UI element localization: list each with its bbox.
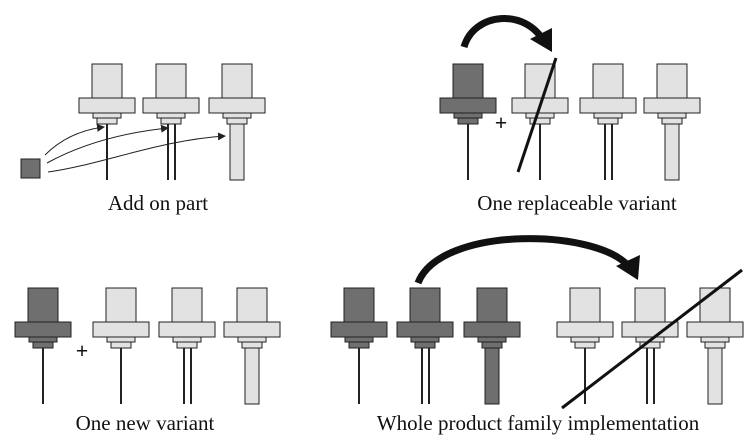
component-light-single-pin [556, 287, 614, 404]
component-light-single-pin [511, 63, 569, 180]
component-dark-double-pin [396, 287, 454, 404]
arrowhead [530, 28, 552, 52]
component-light-double-pin [142, 63, 200, 180]
strike-line [516, 57, 558, 173]
curved-arrow-icon [460, 15, 548, 49]
panel-one-new-variant: + One new variant [14, 287, 281, 435]
panel-add-on-part: Add on part [20, 63, 266, 215]
component-light-double-pin [579, 63, 637, 180]
component-light-rod [223, 287, 281, 405]
plus-icon: + [76, 338, 89, 363]
panel-one-replaceable-variant: + One replaceable variant [439, 15, 701, 215]
component-light-single-pin [92, 287, 150, 404]
component-light-double-pin [158, 287, 216, 404]
component-dark-single-pin [330, 287, 388, 404]
plus-icon: + [495, 110, 508, 135]
component-light-rod [686, 287, 744, 405]
component-light-rod [208, 63, 266, 181]
component-light-double-pin [621, 287, 679, 404]
panel-whole-product-family: Whole product family implementation [330, 235, 744, 435]
caption-one-replaceable-variant: One replaceable variant [477, 191, 677, 215]
curved-arrow-icon [414, 235, 633, 285]
caption-one-new-variant: One new variant [76, 411, 215, 435]
curved-arrow-icon [46, 124, 169, 164]
curved-arrow-icon [47, 132, 226, 173]
arrowhead [616, 255, 640, 280]
caption-add-on-part: Add on part [108, 191, 208, 215]
component-dark-single-pin [439, 63, 497, 180]
component-light-single-pin [78, 63, 136, 180]
caption-whole-product-family: Whole product family implementation [377, 411, 700, 435]
component-dark-rod [463, 287, 521, 405]
add-on-part-square [20, 158, 41, 179]
component-light-rod [643, 63, 701, 181]
component-dark-single-pin [14, 287, 72, 404]
strike-line [561, 268, 743, 410]
curved-arrow-icon [44, 123, 105, 156]
